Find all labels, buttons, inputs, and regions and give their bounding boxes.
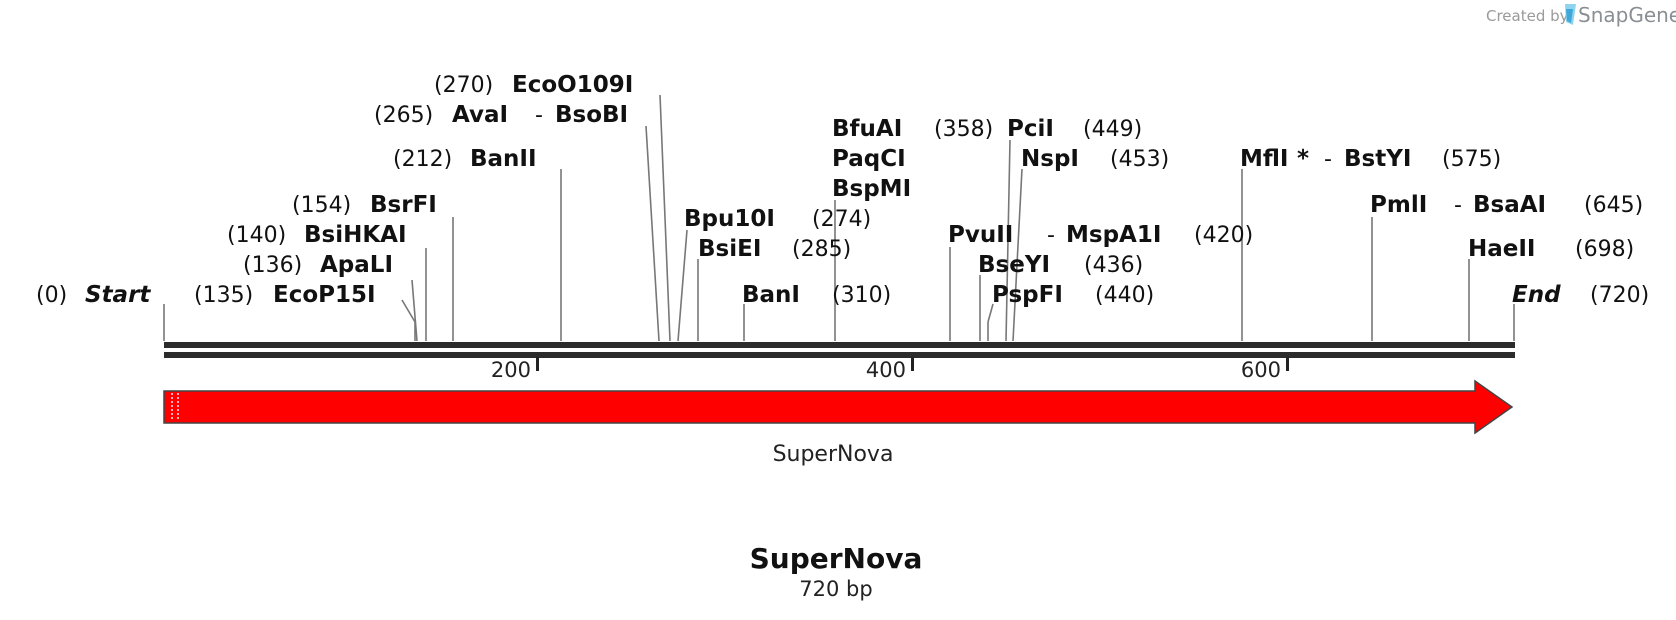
ruler-label-600: 600 xyxy=(1241,358,1281,382)
leader-line-avai xyxy=(645,125,660,342)
ruler-label-400: 400 xyxy=(866,358,906,382)
site-name-bfuai[interactable]: BfuAI xyxy=(832,116,902,142)
site-pos-bfuai: (358) xyxy=(934,117,993,142)
site-pos-bsiei: (285) xyxy=(792,237,851,262)
credit-prefix: Created by xyxy=(1486,7,1569,25)
leader-line-ecoo109i xyxy=(659,94,671,342)
ruler-tick-200 xyxy=(536,357,539,371)
site-name-bsaai[interactable]: BsaAI xyxy=(1473,192,1546,218)
leader-line-ecop15i xyxy=(401,299,416,323)
site-name-banii[interactable]: BanII xyxy=(470,146,537,172)
site-pos-ecop15i: (135) xyxy=(194,283,253,308)
site-name-bstyi[interactable]: BstYI xyxy=(1344,146,1411,172)
site-name-bsihkai[interactable]: BsiHKAI xyxy=(304,222,407,248)
site-name-pvuii[interactable]: PvuII xyxy=(948,222,1013,248)
site-name-bsobi[interactable]: BsoBI xyxy=(555,102,628,128)
site-name-haeii[interactable]: HaeII xyxy=(1468,236,1535,262)
leader-line-apali xyxy=(411,279,418,342)
site-pos-bani: (310) xyxy=(832,283,891,308)
site-name-pspfi[interactable]: PspFI xyxy=(992,282,1063,308)
leader-line-pspfi xyxy=(987,303,994,323)
site-pos-start: (0) xyxy=(36,283,67,308)
site-pos-end: (720) xyxy=(1590,283,1649,308)
site-name-paqci[interactable]: PaqCI xyxy=(832,146,906,172)
leader-line-bpu10i xyxy=(677,229,688,342)
leader-line-pcii xyxy=(1005,139,1011,342)
site-name-bsrfi[interactable]: BsrFI xyxy=(370,192,437,218)
site-name-bani[interactable]: BanI xyxy=(742,282,800,308)
site-star-mfli: * xyxy=(1297,146,1309,172)
site-pos-bsrfi: (154) xyxy=(292,193,351,218)
feature-supernova[interactable]: SuperNova xyxy=(163,379,1514,467)
site-separator-pvuii: - xyxy=(1047,223,1055,248)
site-name-nspi[interactable]: NspI xyxy=(1021,146,1079,172)
feature-label: SuperNova xyxy=(773,442,894,467)
site-pos-pmli: (645) xyxy=(1584,193,1643,218)
site-name-mfli[interactable]: MflI xyxy=(1240,146,1289,172)
site-pos-ecoo109i: (270) xyxy=(434,73,493,98)
site-pos-pcii: (449) xyxy=(1083,117,1142,142)
ruler-tick-600 xyxy=(1286,357,1289,371)
site-separator-mfli: - xyxy=(1324,147,1332,172)
ruler-tick-400 xyxy=(911,357,914,371)
site-separator-avai: - xyxy=(535,103,543,128)
site-pos-bsihkai: (140) xyxy=(227,223,286,248)
site-name-avai[interactable]: AvaI xyxy=(452,102,508,128)
site-name-pcii[interactable]: PciI xyxy=(1007,116,1054,142)
site-pos-bpu10i: (274) xyxy=(812,207,871,232)
snapgene-logo-icon xyxy=(1565,4,1576,25)
site-name-end[interactable]: End xyxy=(1512,282,1561,308)
leader-line-nspi xyxy=(1012,168,1023,342)
site-labels: (0) Start (135) EcoP15I (136) ApaLI (140… xyxy=(36,72,1649,308)
site-name-bsiei[interactable]: BsiEI xyxy=(698,236,761,262)
dna-backbone xyxy=(164,342,1515,358)
map-title: SuperNova xyxy=(750,542,923,575)
site-pos-avai: (265) xyxy=(374,103,433,128)
site-name-bseyi[interactable]: BseYI xyxy=(978,252,1050,278)
site-name-apali[interactable]: ApaLI xyxy=(320,252,393,278)
site-separator-pmli: - xyxy=(1454,193,1462,218)
site-name-bpu10i[interactable]: Bpu10I xyxy=(684,206,775,232)
credit-brand: SnapGene xyxy=(1578,3,1676,27)
site-pos-pvuii: (420) xyxy=(1194,223,1253,248)
site-pos-mfli: (575) xyxy=(1442,147,1501,172)
site-name-pmli[interactable]: PmlI xyxy=(1370,192,1427,218)
site-name-bspmi[interactable]: BspMI xyxy=(832,176,911,202)
site-pos-apali: (136) xyxy=(243,253,302,278)
site-pos-nspi: (453) xyxy=(1110,147,1169,172)
site-name-start[interactable]: Start xyxy=(85,282,151,308)
ruler: 200 400 600 xyxy=(491,357,1289,382)
site-name-ecoo109i[interactable]: EcoO109I xyxy=(512,72,633,98)
site-pos-pspfi: (440) xyxy=(1095,283,1154,308)
site-leader-lines xyxy=(163,94,1515,342)
feature-arrow[interactable] xyxy=(163,379,1514,435)
site-name-ecop15i[interactable]: EcoP15I xyxy=(273,282,376,308)
site-name-mspa1i[interactable]: MspA1I xyxy=(1066,222,1161,248)
map-subtitle: 720 bp xyxy=(799,577,872,601)
site-pos-banii: (212) xyxy=(393,147,452,172)
ruler-label-200: 200 xyxy=(491,358,531,382)
site-pos-haeii: (698) xyxy=(1575,237,1634,262)
site-pos-bseyi: (436) xyxy=(1084,253,1143,278)
